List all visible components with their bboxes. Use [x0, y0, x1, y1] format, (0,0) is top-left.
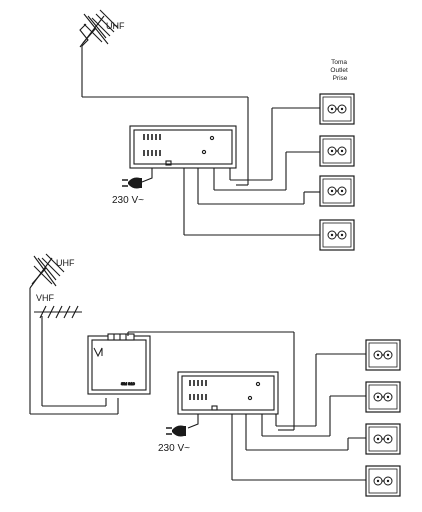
wall-outlet-icon: [319, 219, 355, 251]
filter-unit: [87, 333, 151, 395]
device-label: SM 910: [121, 381, 136, 386]
voltage-label: 230 V~: [158, 443, 190, 454]
power-plug-icon: [165, 424, 187, 438]
amplifier-unit: [129, 125, 237, 169]
wall-outlet-icon: [319, 175, 355, 207]
vhf-antenna-icon: [34, 305, 82, 319]
outlet-label: Toma Outlet Prise: [330, 59, 349, 82]
wall-outlet-icon: [319, 135, 355, 167]
amplifier-unit: [177, 371, 279, 415]
power-cord: [141, 168, 153, 183]
uhf-label: UHF: [56, 258, 75, 268]
power-plug-icon: [121, 176, 143, 190]
vhf-label: VHF: [36, 293, 55, 303]
uhf-antenna-icon: [79, 9, 119, 48]
diagram-2: UHF VHF SM 910: [29, 253, 366, 481]
uhf-label: UHF: [106, 21, 125, 31]
wall-outlet-icon: [319, 93, 355, 125]
voltage-label: 230 V~: [112, 195, 144, 206]
diagram-1: UHF: [79, 9, 320, 236]
power-cord: [187, 414, 199, 429]
wall-outlet-icon: [365, 339, 401, 371]
uhf-antenna-icon: [29, 253, 65, 289]
wall-outlet-icon: [365, 381, 401, 413]
wall-outlet-icon: [365, 465, 401, 497]
wall-outlet-icon: [365, 423, 401, 455]
